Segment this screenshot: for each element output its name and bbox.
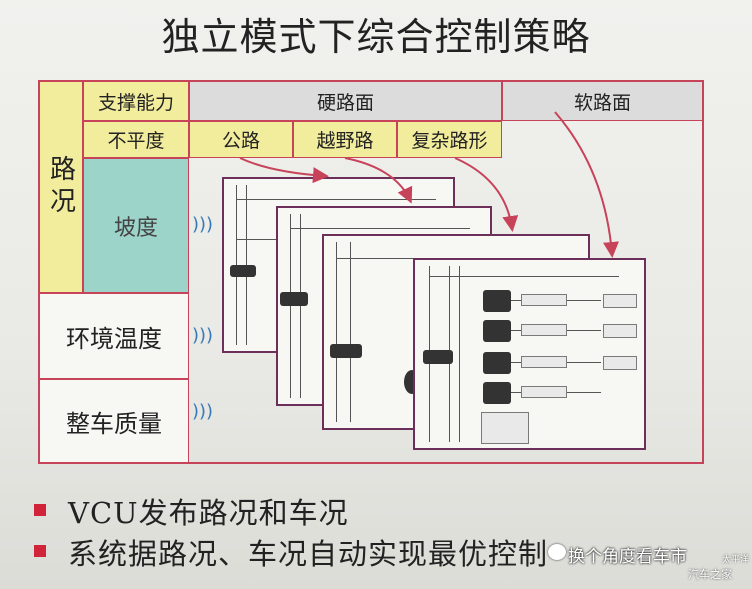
signal-icon: ))) xyxy=(192,401,214,422)
vehicle-mass-text: 整车质量 xyxy=(66,409,162,438)
wechat-icon xyxy=(548,544,566,560)
watermark-corner: 太平洋 xyxy=(722,555,750,565)
hard-road-text: 硬路面 xyxy=(316,91,374,114)
slope-text: 坡度 xyxy=(113,215,158,241)
watermark-main: 换个角度看车市 xyxy=(568,547,687,567)
highway-header: 公路 xyxy=(189,121,293,158)
road-condition-label: 路况 xyxy=(39,81,83,293)
highway-text: 公路 xyxy=(221,130,260,152)
support-capacity-text: 支撑能力 xyxy=(97,91,174,114)
control-diagram-panel-4 xyxy=(413,258,646,450)
support-capacity-header: 支撑能力 xyxy=(83,81,189,121)
watermark-secondary: 汽车之家 xyxy=(688,568,732,581)
hard-road-header: 硬路面 xyxy=(189,81,502,121)
complex-road-header: 复杂路形 xyxy=(397,121,502,158)
arrow-complex xyxy=(454,157,519,232)
complex-road-text: 复杂路形 xyxy=(411,130,488,152)
arrow-highway xyxy=(239,157,329,184)
unevenness-header: 不平度 xyxy=(83,121,189,158)
bullet-text-2: 系统据路况、车况自动实现最优控制 xyxy=(68,537,549,571)
ambient-temp-cell: 环境温度 xyxy=(39,293,189,379)
vehicle-mass-cell: 整车质量 xyxy=(39,379,189,463)
signal-icon: ))) xyxy=(192,325,214,346)
arrow-offroad xyxy=(344,157,413,204)
slide-title: 独立模式下综合控制策略 xyxy=(161,15,591,59)
arrow-soft xyxy=(554,111,619,258)
road-condition-text: 路况 xyxy=(45,155,76,219)
bullet-text-1: VCU发布路况和车况 xyxy=(68,496,349,530)
slope-cell: 坡度 xyxy=(83,158,189,293)
offroad-header: 越野路 xyxy=(293,121,397,158)
ambient-temp-text: 环境温度 xyxy=(66,324,162,353)
soft-road-text: 软路面 xyxy=(573,91,631,114)
soft-road-header: 软路面 xyxy=(502,81,703,121)
bullet-marker xyxy=(34,545,46,557)
offroad-text: 越野路 xyxy=(316,130,374,152)
unevenness-text: 不平度 xyxy=(107,130,165,152)
signal-icon: ))) xyxy=(192,214,214,235)
bullet-marker xyxy=(34,504,46,516)
